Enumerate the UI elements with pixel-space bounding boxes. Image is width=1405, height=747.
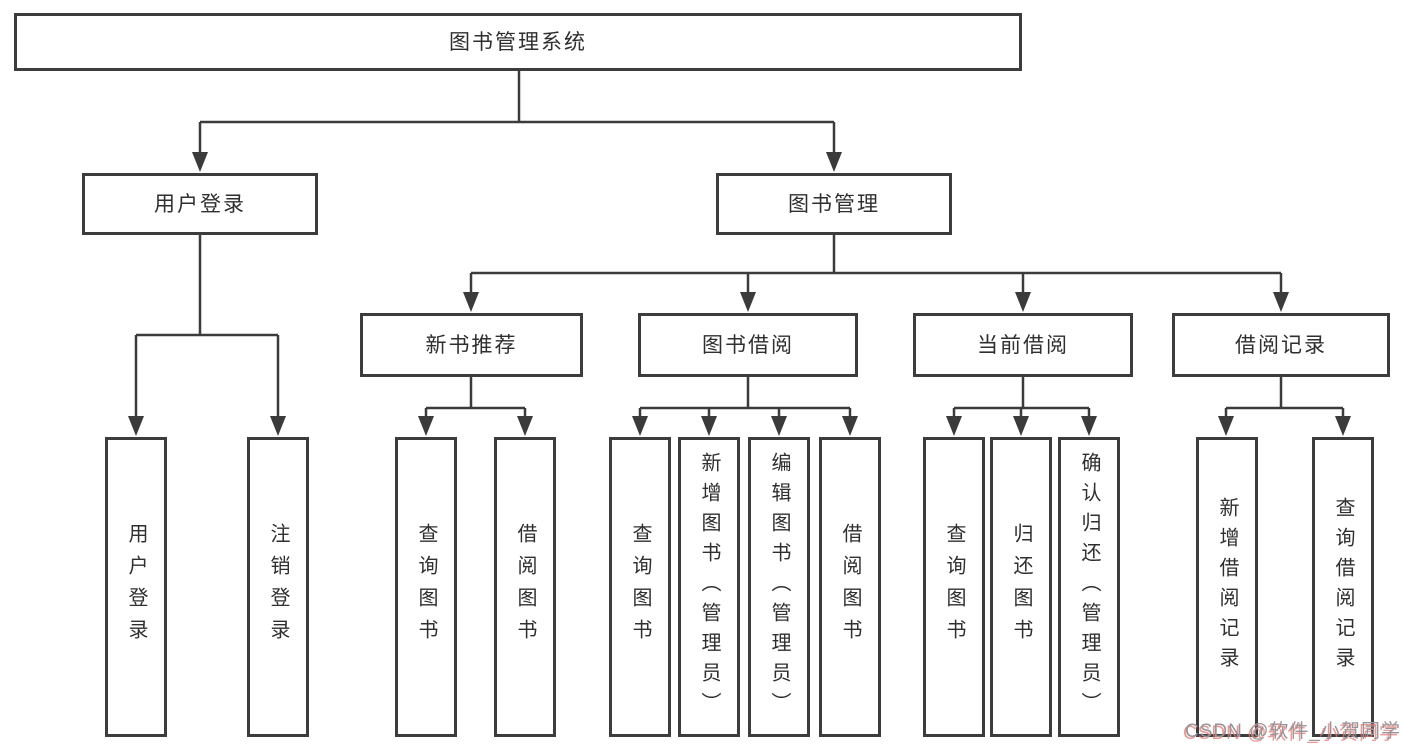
node-label: 新增图书（管理员） <box>698 452 720 722</box>
leaf-borrow-books-recommend: 借阅图书 <box>494 437 556 737</box>
node-root-system: 图书管理系统 <box>14 13 1022 71</box>
node-label: 借阅图书 <box>839 523 861 651</box>
node-label: 当前借阅 <box>977 333 1069 357</box>
node-book-borrowing: 图书借阅 <box>638 313 858 377</box>
node-label: 查询图书 <box>415 523 437 651</box>
node-label: 借阅记录 <box>1235 333 1327 357</box>
node-label: 注销登录 <box>267 523 289 651</box>
leaf-add-books-admin: 新增图书（管理员） <box>678 437 740 737</box>
leaf-borrow-books: 借阅图书 <box>819 437 881 737</box>
leaf-add-borrow-record: 新增借阅记录 <box>1196 437 1258 737</box>
node-label: 查询借阅记录 <box>1332 497 1354 677</box>
leaf-return-books: 归还图书 <box>990 437 1052 737</box>
leaf-confirm-return-admin: 确认归还（管理员） <box>1058 437 1120 737</box>
node-label: 编辑图书（管理员） <box>768 452 790 722</box>
leaf-query-books-recommend: 查询图书 <box>395 437 457 737</box>
node-label: 确认归还（管理员） <box>1078 452 1100 722</box>
leaf-logout: 注销登录 <box>247 437 309 737</box>
node-new-book-recommend: 新书推荐 <box>360 313 583 377</box>
node-label: 图书借阅 <box>702 333 794 357</box>
node-label: 图书管理系统 <box>449 30 587 54</box>
node-label: 新增借阅记录 <box>1216 497 1238 677</box>
leaf-user-login: 用户登录 <box>105 437 167 737</box>
node-label: 图书管理 <box>788 192 880 216</box>
node-label: 查询图书 <box>943 523 965 651</box>
node-label: 用户登录 <box>154 192 246 216</box>
arrowheads <box>128 152 1351 436</box>
node-label: 查询图书 <box>629 523 651 651</box>
node-label: 新书推荐 <box>425 333 518 357</box>
leaf-query-borrow-record: 查询借阅记录 <box>1312 437 1374 737</box>
leaf-query-books-borrowing: 查询图书 <box>609 437 671 737</box>
node-label: 借阅图书 <box>514 523 536 651</box>
node-current-borrowing: 当前借阅 <box>913 313 1133 377</box>
node-borrowing-records: 借阅记录 <box>1172 313 1390 377</box>
node-label: 用户登录 <box>125 523 147 651</box>
node-book-management: 图书管理 <box>716 173 952 235</box>
node-label: 归还图书 <box>1010 523 1032 651</box>
csdn-watermark: CSDN @软件_小贺同学 <box>1185 721 1401 742</box>
node-user-login: 用户登录 <box>82 173 318 235</box>
leaf-query-books-current: 查询图书 <box>923 437 985 737</box>
leaf-edit-books-admin: 编辑图书（管理员） <box>748 437 810 737</box>
